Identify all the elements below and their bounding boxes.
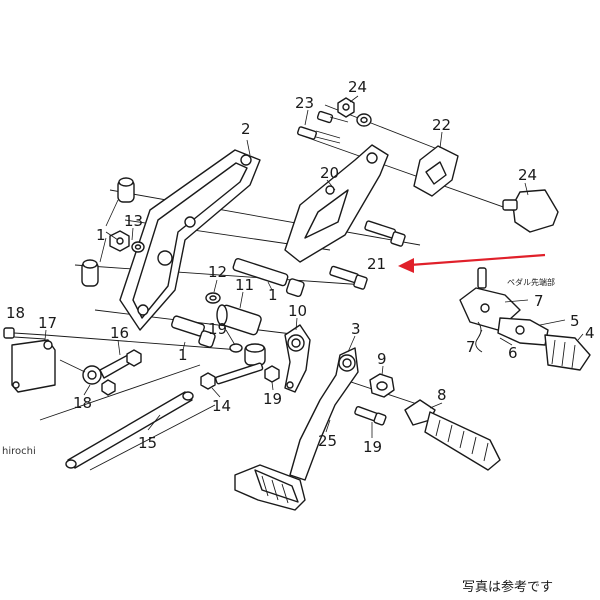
- callout-5: 5: [570, 312, 580, 330]
- callout-17: 17: [38, 314, 57, 332]
- tip-24: [502, 189, 559, 233]
- callout-25: 25: [318, 432, 337, 450]
- footer-note: 写真は参考です: [462, 579, 553, 595]
- heel-plate: [284, 144, 389, 263]
- bushing-19: [244, 343, 266, 366]
- callout-18: 18: [6, 304, 25, 322]
- nut-16: [126, 349, 142, 367]
- nut-small-left: [101, 379, 116, 396]
- callout-12: 12: [208, 263, 227, 281]
- callout-19: 19: [208, 320, 227, 338]
- bolt-21b: [329, 265, 368, 290]
- collar-12: [205, 292, 221, 304]
- bolt-upper-plate: [316, 110, 349, 124]
- rod-end-18: [82, 354, 133, 385]
- linkage-arm-10: [284, 324, 311, 393]
- shift-rod-15: [65, 391, 194, 469]
- callout-1: 1: [268, 286, 278, 304]
- callout-24: 24: [518, 166, 537, 184]
- callout-24: 24: [348, 78, 367, 96]
- callout-21: 21: [367, 255, 386, 273]
- inset-label: ペダル先端部: [507, 277, 555, 287]
- callout-19: 19: [263, 390, 282, 408]
- toe-peg-25: [234, 464, 306, 511]
- collar-19-mid: [229, 343, 243, 353]
- callout-1: 1: [178, 346, 188, 364]
- leader-lines: [44, 95, 584, 438]
- callout-8: 8: [437, 386, 447, 404]
- callout-22: 22: [432, 116, 451, 134]
- callout-16: 16: [110, 324, 129, 342]
- callout-numbers: 1 1 1 2 3 4 5 6 7 7 8 9 10 11 12 13 14 1…: [6, 78, 595, 456]
- callout-7: 7: [466, 338, 476, 356]
- callout-2: 2: [241, 120, 251, 138]
- nut-13: [109, 230, 145, 253]
- nut-24-top: [337, 97, 372, 127]
- callout-1: 1: [96, 226, 106, 244]
- callout-18: 18: [73, 394, 92, 412]
- bolt-19-bottom: [354, 406, 387, 426]
- callout-4: 4: [585, 324, 595, 342]
- bolt-18: [3, 327, 46, 340]
- inset-pedal-tip: [459, 267, 591, 371]
- callout-10: 10: [288, 302, 307, 320]
- callout-11: 11: [235, 276, 254, 294]
- callout-6: 6: [508, 344, 518, 362]
- callout-20: 20: [320, 164, 339, 182]
- spacer-1-top: [117, 177, 135, 203]
- callout-13: 13: [124, 212, 143, 230]
- footpeg-8: [404, 399, 501, 471]
- callout-14: 14: [212, 397, 231, 415]
- collar-22: [413, 145, 459, 197]
- bolt-1-upper: [232, 258, 305, 298]
- pivot-shaft-11: [216, 304, 262, 336]
- bolt-1-lower: [171, 315, 216, 348]
- watermark: hirochi: [2, 446, 36, 457]
- bolt-21a: [364, 220, 406, 247]
- callout-23: 23: [295, 94, 314, 112]
- callout-7: 7: [534, 292, 544, 310]
- bracket-17: [11, 339, 56, 393]
- callout-9: 9: [377, 350, 387, 368]
- callout-15: 15: [138, 434, 157, 452]
- bolt-14: [200, 362, 264, 390]
- callout-19: 19: [363, 438, 382, 456]
- footrest-bracket: [119, 149, 261, 331]
- callout-3: 3: [351, 320, 361, 338]
- spacer-1-left: [81, 259, 99, 287]
- red-arrow: [398, 253, 546, 273]
- nut-9: [369, 373, 395, 398]
- pedal-arm-3: [289, 347, 359, 481]
- nut-19-mid: [264, 365, 280, 383]
- bolt-23: [297, 126, 341, 144]
